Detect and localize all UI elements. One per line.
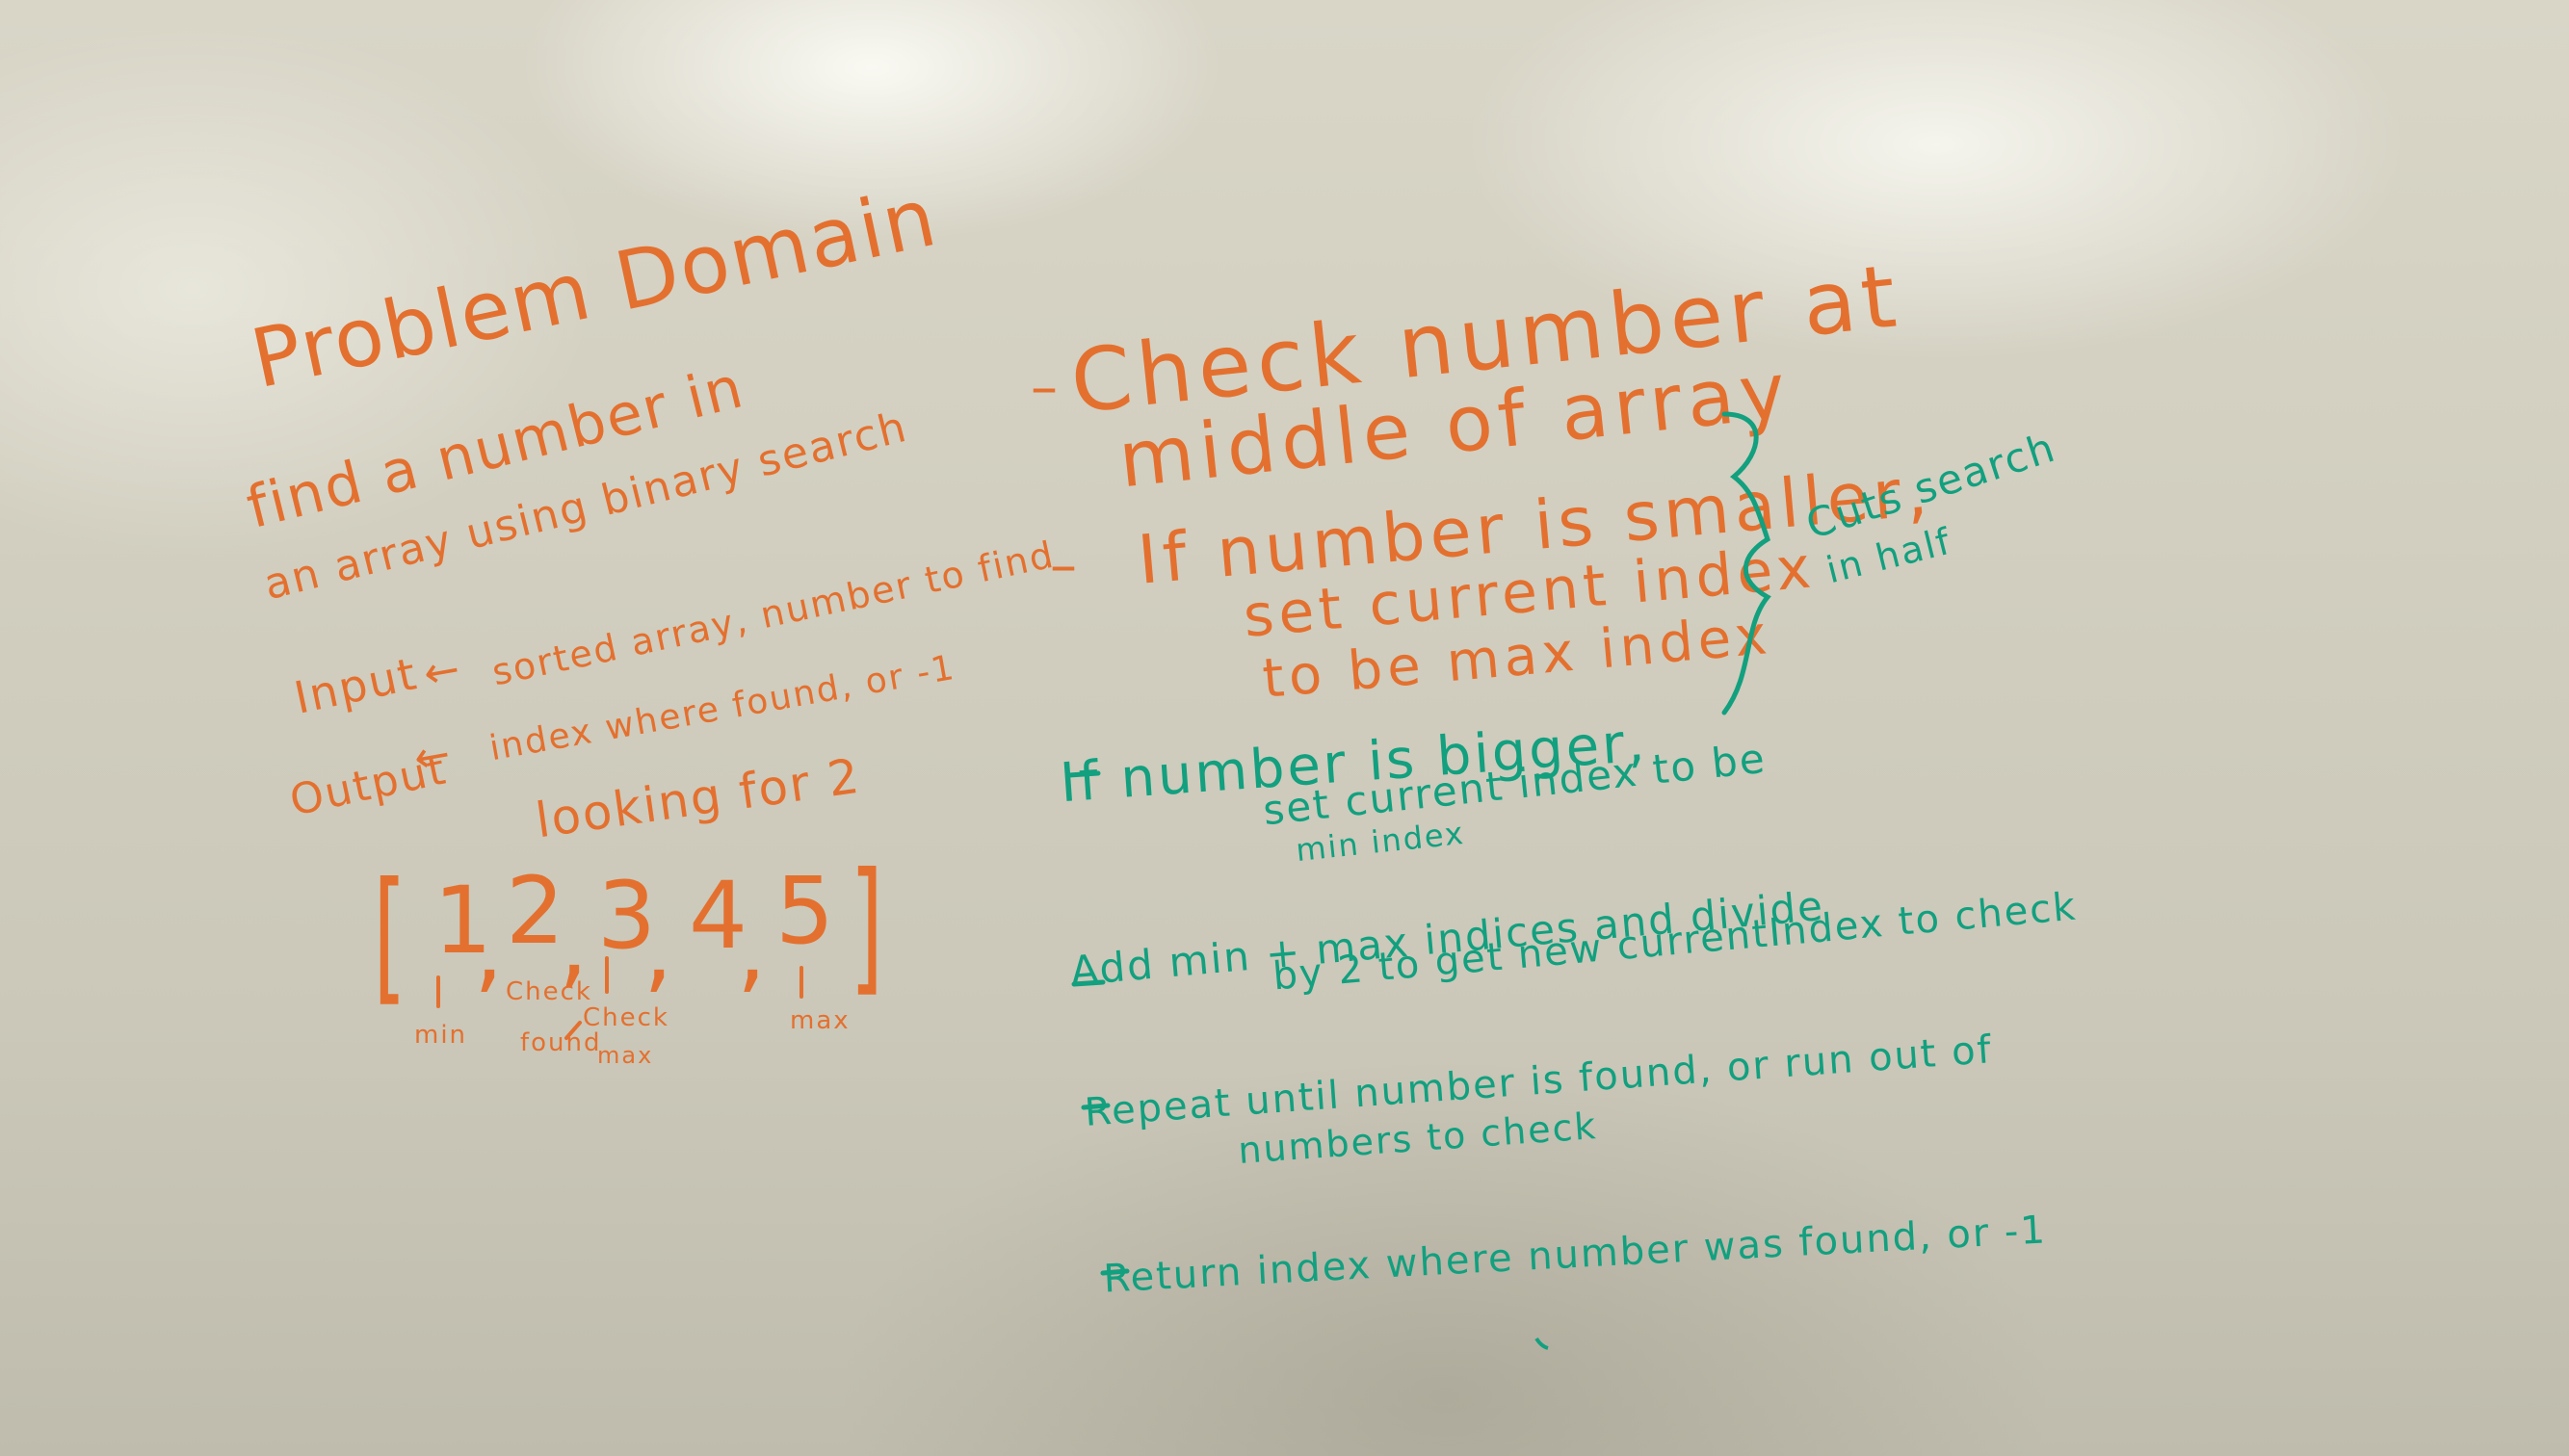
step1-dash: – xyxy=(1031,356,1060,419)
label-max: max xyxy=(790,1006,851,1035)
array-item: 3 xyxy=(597,862,659,970)
array-comma: , xyxy=(643,896,675,1003)
array-close-bracket: ] xyxy=(850,843,885,1010)
array-comma: , xyxy=(559,891,590,999)
looking-for: looking for 2 xyxy=(532,747,865,849)
input-value: sorted array, number to find xyxy=(487,533,1059,694)
step6-line-1: Return index where number was found, or … xyxy=(1102,1208,2048,1302)
problem-domain-title: Problem Domain xyxy=(243,169,946,407)
label-max-sub: max xyxy=(597,1042,654,1069)
input-label: Input xyxy=(289,647,423,724)
array-comma: , xyxy=(737,896,769,1003)
array-item: 5 xyxy=(775,857,837,965)
label-found: found xyxy=(520,1028,602,1057)
array-comma: , xyxy=(474,896,506,1003)
input-arrow: ← xyxy=(419,644,466,699)
label-check-1: Check xyxy=(506,977,592,1006)
output-arrow: ← xyxy=(409,729,457,784)
array-open-bracket: [ xyxy=(373,852,408,1020)
array-item: 1 xyxy=(433,867,495,975)
label-check-2: Check xyxy=(583,1003,669,1032)
array-item: 2 xyxy=(506,857,567,965)
label-min: min xyxy=(414,1021,468,1050)
array-item: 4 xyxy=(689,862,750,970)
step2-dash: – xyxy=(1050,534,1079,597)
